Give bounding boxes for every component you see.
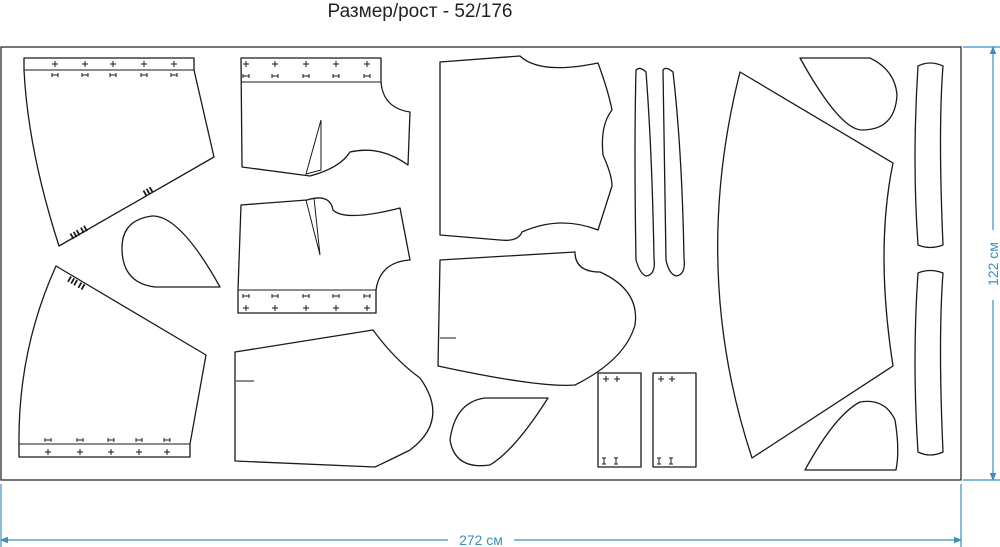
height-label: 122 см [985, 242, 1000, 286]
piece-front-top [439, 55, 613, 241]
piece-rect-1 [597, 372, 642, 468]
piece-strip-right-top [914, 62, 944, 249]
piece-front-left [234, 329, 434, 468]
piece-back-bottom [237, 197, 411, 314]
svg-text:▌▌▌: ▌▌▌ [143, 185, 156, 196]
piece-sleeve-top-left: ▌▌▌ ▌▌▌ ▌▌ [23, 57, 215, 247]
pattern-title: Размер/рост - 52/176 [327, 1, 513, 22]
piece-pocket-center [449, 397, 549, 467]
height-dimension [963, 45, 1000, 482]
piece-strip-1 [634, 67, 655, 277]
piece-large-panel [717, 71, 894, 459]
piece-sleeve-bottom-left: ▌▌▌ ▌▌ [18, 265, 207, 458]
piece-front-mid [437, 251, 637, 386]
piece-pocket-left [121, 215, 221, 288]
piece-strip-2 [662, 67, 685, 277]
piece-back-top [240, 57, 411, 177]
piece-strip-right-bottom [914, 269, 944, 456]
width-dimension [0, 484, 963, 547]
piece-pocket-top-right [799, 57, 898, 131]
piece-pocket-bottom-right [804, 400, 899, 471]
width-label: 272 см [459, 532, 503, 547]
piece-rect-2 [652, 372, 697, 468]
